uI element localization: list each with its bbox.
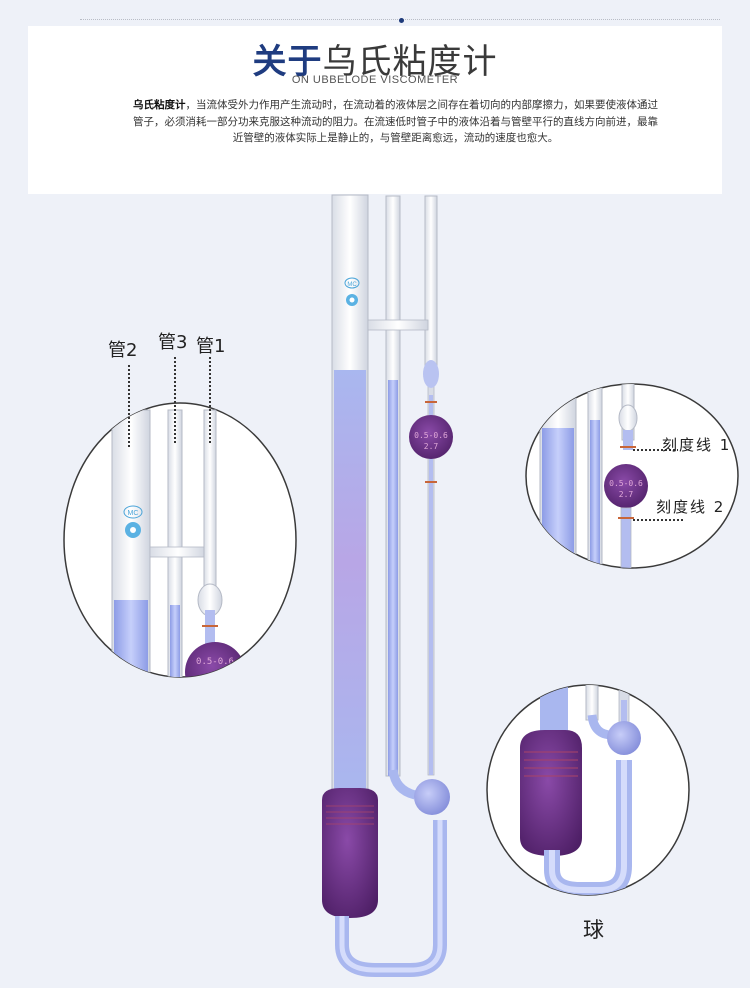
zoom-circle-bottom: [486, 684, 690, 896]
bulb-text-right-1: 0.5-0.6: [609, 479, 643, 488]
main-viscometer: MC 0.5-0.6 2.7: [322, 194, 453, 977]
page-subtitle: ON UBBELODE VISCOMETER: [291, 74, 459, 86]
description-bold: 乌氏粘度计: [133, 99, 186, 111]
label-tube1: 管1: [196, 336, 226, 357]
label-tube3: 管3: [158, 332, 188, 353]
page-title: 关于乌氏粘度计: [0, 34, 750, 83]
bulb-text-2: 2.7: [424, 442, 439, 451]
label-tube2: 管2: [108, 340, 138, 361]
zoom-circle-right: 0.5-0.6 2.7: [525, 383, 739, 569]
brand-mark: MC: [347, 282, 357, 288]
bulb-text-right-2: 2.7: [619, 490, 634, 499]
bulb-text-1: 0.5-0.6: [414, 431, 448, 440]
description: 乌氏粘度计，当流体受外力作用产生流动时，在流动着的液体层之间存在着切向的内部摩擦…: [133, 97, 658, 147]
brand-mark-zoom: MC: [128, 510, 139, 517]
title-rest: 乌氏粘度计: [322, 42, 498, 82]
zoom-circle-left: MC 0.5-0.6: [63, 357, 297, 678]
label-bulb: 球: [583, 918, 604, 942]
description-text: ，当流体受外力作用产生流动时，在流动着的液体层之间存在着切向的内部摩擦力，如果要…: [133, 99, 658, 144]
label-scale-line-1: 刻度线 1: [662, 436, 732, 454]
header-card: [28, 26, 722, 194]
bulb-text-zoom: 0.5-0.6: [196, 657, 234, 667]
title-highlight: 关于: [252, 42, 323, 82]
top-dot: [399, 18, 404, 23]
label-scale-line-2: 刻度线 2: [656, 498, 726, 516]
